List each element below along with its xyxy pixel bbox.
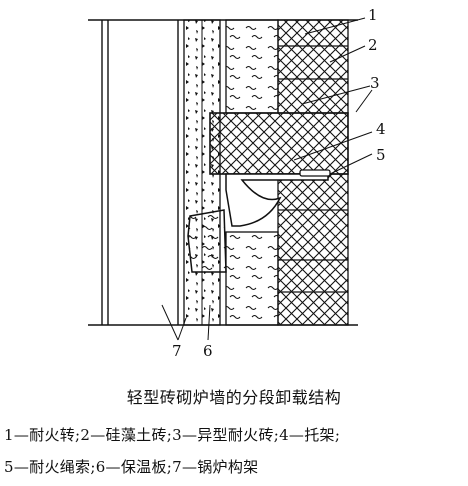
hanger-block bbox=[187, 209, 227, 273]
refractory-rope bbox=[299, 169, 331, 177]
diatomite-brick-upper bbox=[225, 19, 279, 114]
diatomite-brick-lower bbox=[225, 231, 279, 326]
refractory-brick-upper bbox=[277, 19, 349, 114]
callout-2: 2 bbox=[368, 36, 378, 54]
furnace-wall-section-diagram: 1 2 3 4 5 6 7 bbox=[88, 6, 386, 360]
callout-5: 5 bbox=[376, 146, 386, 164]
bracket bbox=[225, 173, 329, 227]
boiler-frame bbox=[101, 20, 179, 325]
callout-6: 6 bbox=[203, 342, 213, 360]
special-shaped-refractory-brick bbox=[209, 112, 349, 175]
figure-caption: 轻型砖砌炉墙的分段卸载结构 bbox=[126, 388, 342, 407]
legend-line-1: 1—耐火转;2—硅藻土砖;3—异型耐火砖;4—托架; bbox=[4, 426, 341, 444]
callout-1: 1 bbox=[368, 6, 378, 24]
legend-line-2: 5—耐火绳索;6—保温板;7—锅炉构架 bbox=[4, 458, 259, 476]
callout-7: 7 bbox=[172, 342, 182, 360]
callout-3: 3 bbox=[370, 74, 380, 92]
callout-4: 4 bbox=[376, 120, 386, 138]
refractory-brick-lower bbox=[277, 173, 349, 326]
